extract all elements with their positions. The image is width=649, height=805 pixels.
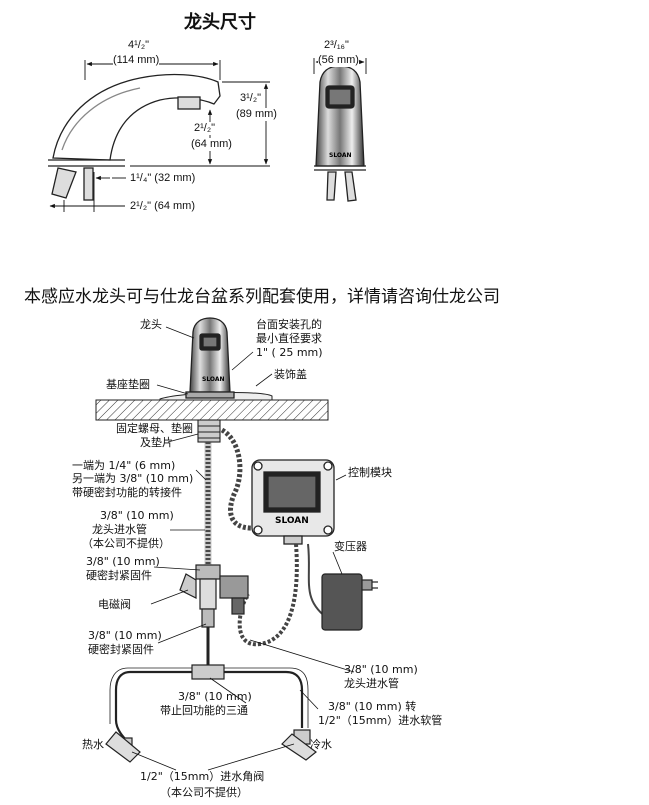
label-fitting2-2: 硬密封紧固件 [88, 643, 154, 656]
side-view-dimensions [49, 60, 270, 212]
label-tee-1: 3/8" (10 mm) [178, 690, 252, 703]
label-base-gasket: 基座垫圈 [106, 378, 150, 391]
label-stop-2: （本公司不提供） [160, 786, 248, 799]
front-view-logo: SLOAN [329, 152, 352, 159]
dim-shank-2: 2¹/₂" (64 mm) [130, 200, 196, 212]
label-supply-2: 龙头进水管 [92, 523, 147, 536]
label-hole-3: 1" ( 25 mm) [256, 346, 323, 359]
hot-supply-line [114, 670, 192, 745]
label-solenoid: 电磁阀 [98, 598, 131, 611]
label-conv-1: 3/8" (10 mm) 转 [328, 700, 417, 713]
install-faucet-logo: SLOAN [202, 376, 225, 383]
dim-depth-in: 2³/₁₆" [324, 39, 349, 51]
caption: 本感应水龙头可与仕龙台盆系列配套使用，详情请咨询仕龙公司 [24, 287, 500, 307]
label-control-module: 控制模块 [348, 466, 392, 479]
label-nut-2: 及垫片 [140, 436, 173, 449]
label-nut-1: 固定螺母、垫圈 [116, 422, 193, 435]
control-module-logo: SLOAN [275, 516, 309, 526]
label-hot: 热水 [82, 738, 104, 751]
label-faucet: 龙头 [140, 318, 162, 331]
dim-spout-in: 2¹/₂" [194, 122, 216, 135]
label-adapter-1: 一端为 1/4" (6 mm) [72, 459, 176, 472]
label-conv-2: 1/2"（15mm）进水软管 [318, 714, 443, 727]
label-fitting1-1: 3/8" (10 mm) [86, 555, 160, 568]
cold-supply-line [224, 670, 304, 728]
shank-and-nut [197, 419, 221, 443]
dim-shank-1: 1¹/₄" (32 mm) [130, 172, 196, 184]
label-fitting2-1: 3/8" (10 mm) [88, 629, 162, 642]
label-hose-1: 3/8" (10 mm) [344, 663, 418, 676]
dim-width-in: 4¹/₂" [128, 39, 150, 51]
sensor-cable [220, 427, 257, 531]
page-title: 龙头尺寸 [184, 12, 256, 33]
dim-width-mm: (114 mm) [113, 54, 160, 67]
label-transformer: 变压器 [334, 540, 367, 553]
label-cold: 冷水 [310, 738, 332, 751]
label-adapter-2: 另一端为 3/8" (10 mm) [72, 472, 194, 485]
faucet-side-view [48, 73, 221, 201]
label-cover: 装饰盖 [274, 368, 307, 381]
label-stop-1: 1/2"（15mm）进水角阀 [140, 770, 265, 783]
hot-stop-valve [105, 731, 141, 763]
transformer [321, 573, 378, 631]
dim-height-in: 3¹/₂" [240, 92, 262, 105]
install-faucet [185, 317, 235, 399]
label-hole-2: 最小直径要求 [256, 332, 322, 345]
dim-depth-mm: (56 mm) [318, 54, 359, 67]
check-tee [191, 664, 225, 680]
label-supply-3: （本公司不提供） [82, 537, 170, 550]
label-hose-2: 龙头进水管 [344, 677, 399, 690]
leader-lines [131, 326, 355, 771]
solenoid-valve [179, 564, 249, 628]
label-tee-2: 带止回功能的三通 [160, 704, 248, 717]
label-hole-1: 台面安装孔的 [256, 318, 322, 331]
dim-height-mm: (89 mm) [236, 108, 277, 121]
countertop [95, 399, 329, 421]
cold-stop-valve [281, 729, 317, 761]
faucet-front-view [314, 65, 366, 202]
dim-spout-mm: (64 mm) [191, 138, 232, 151]
control-module [251, 459, 335, 545]
label-adapter-3: 带硬密封功能的转接件 [72, 486, 182, 499]
label-supply-1: 3/8" (10 mm) [100, 509, 174, 522]
label-fitting1-2: 硬密封紧固件 [86, 569, 152, 582]
